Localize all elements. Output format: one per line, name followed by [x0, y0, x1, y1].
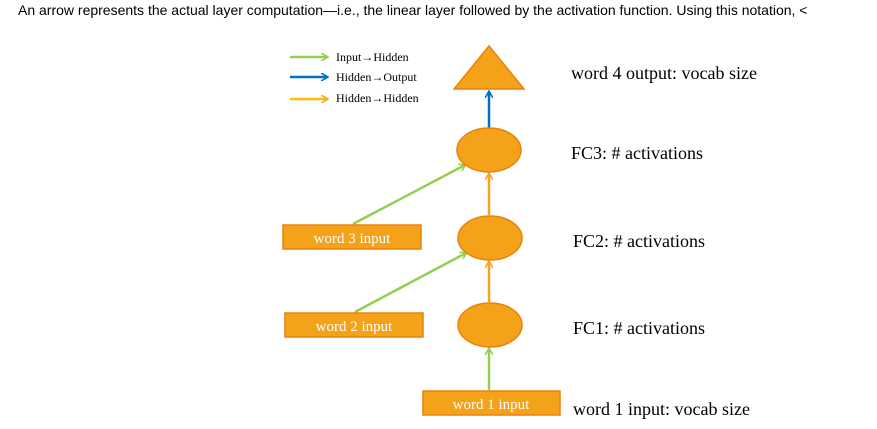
fc2-node — [457, 215, 523, 261]
label-input: word 1 input: vocab size — [573, 399, 750, 419]
label-fc3: FC3: # activations — [571, 143, 703, 163]
arrow-word2-to-fc2 — [354, 253, 466, 314]
label-fc2: FC2: # activations — [573, 231, 705, 251]
legend-hidden-output-label: Hidden→Output — [336, 70, 417, 84]
word1-input-box: word 1 input — [422, 390, 561, 416]
word2-input-box: word 2 input — [284, 312, 424, 338]
word3-input-box: word 3 input — [282, 224, 422, 250]
arrow-word3-to-fc3 — [352, 165, 465, 226]
caption-text: An arrow represents the actual layer com… — [18, 2, 808, 18]
word2-input-label: word 2 input — [316, 319, 393, 335]
legend-hidden-hidden-label: Hidden→Hidden — [336, 91, 419, 105]
output-node-triangle — [452, 44, 526, 90]
word3-input-label: word 3 input — [314, 231, 391, 247]
label-fc1: FC1: # activations — [573, 318, 705, 338]
fc1-node — [457, 302, 523, 348]
legend: Input→Hidden Hidden→Output Hidden→Hidden — [290, 50, 419, 105]
legend-input-hidden-label: Input→Hidden — [336, 50, 409, 64]
word1-input-label: word 1 input — [453, 397, 530, 413]
label-output: word 4 output: vocab size — [571, 63, 757, 83]
fc3-node — [456, 127, 522, 173]
